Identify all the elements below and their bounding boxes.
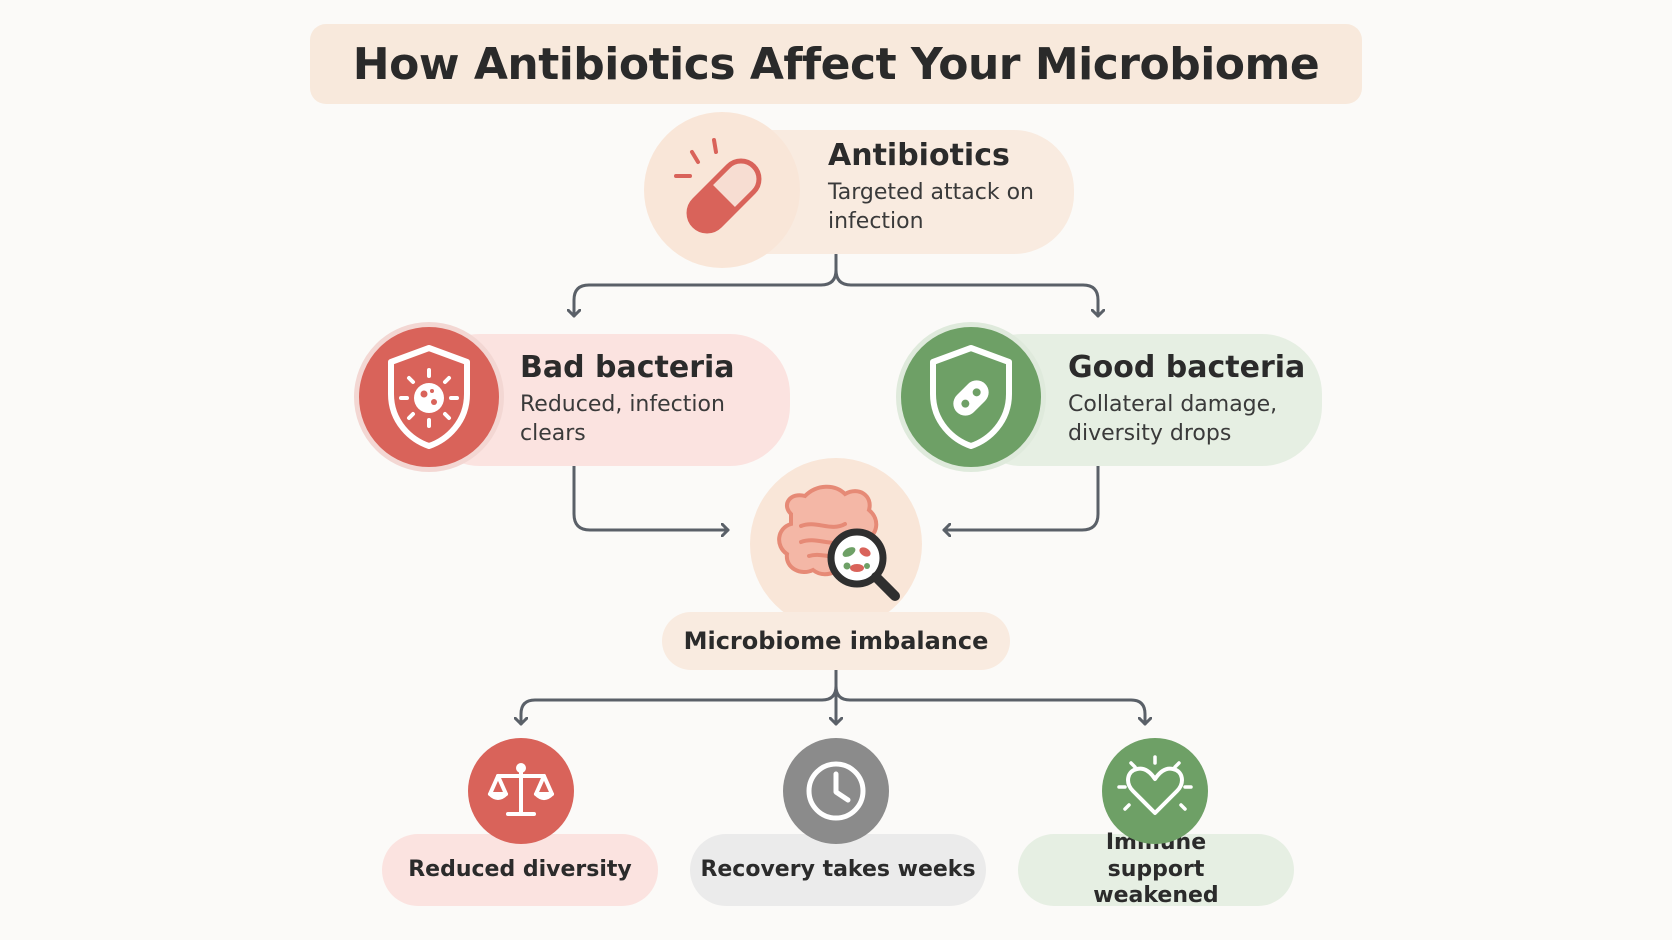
antibiotics-description: Targeted attack on infection	[828, 180, 1035, 234]
antibiotics-icon-circle	[644, 112, 800, 268]
antibiotics-text: Antibiotics Targeted attack on infection	[828, 138, 1068, 236]
arrow-bad-to-imbalance	[572, 460, 730, 530]
shield-virus-icon	[388, 345, 470, 449]
arrow-to-immune	[834, 684, 1145, 726]
outcome-icon-circle	[783, 738, 889, 844]
outcome-label: Recovery takes weeks	[700, 856, 976, 882]
good-bacteria-text: Good bacteria Collateral damage, diversi…	[1068, 350, 1318, 448]
heart-icon	[1117, 755, 1193, 815]
antibiotics-title: Antibiotics	[828, 138, 1010, 173]
bad-bacteria-icon-circle	[354, 322, 504, 472]
outcome-recovery: Recovery takes weeks	[690, 834, 986, 906]
good-bacteria-description: Collateral damage, diversity drops	[1068, 392, 1278, 446]
outcome-icon-circle	[468, 738, 574, 844]
pill-capsule-icon	[674, 138, 762, 234]
outcome-label: Reduced diversity	[408, 856, 632, 882]
bad-bacteria-title: Bad bacteria	[520, 350, 735, 385]
title-banner: How Antibiotics Affect Your Microbiome	[310, 24, 1362, 104]
page-title: How Antibiotics Affect Your Microbiome	[352, 38, 1320, 90]
arrow-to-reduced-diversity	[521, 666, 838, 726]
imbalance-icon-circle	[750, 458, 922, 630]
outcome-immune: Immune support weakened	[1018, 830, 1294, 908]
intestine-magnifier-icon	[777, 484, 900, 601]
good-bacteria-icon-circle	[896, 322, 1046, 472]
balance-scale-icon	[488, 763, 554, 816]
arrow-good-to-imbalance	[942, 460, 1100, 530]
clock-icon	[806, 761, 866, 821]
bad-bacteria-text: Bad bacteria Reduced, infection clears	[520, 350, 770, 448]
imbalance-title: Microbiome imbalance	[683, 627, 989, 655]
good-bacteria-title: Good bacteria	[1068, 350, 1306, 385]
bad-bacteria-description: Reduced, infection clears	[520, 392, 725, 446]
shield-bacteria-icon	[930, 345, 1012, 449]
arrow-to-bad-bacteria	[574, 253, 838, 318]
arrow-to-good-bacteria	[834, 253, 1098, 318]
outcome-reduced-diversity: Reduced diversity	[382, 834, 658, 906]
outcome-icon-circle	[1102, 738, 1208, 844]
imbalance-label-pill: Microbiome imbalance	[662, 612, 1010, 670]
